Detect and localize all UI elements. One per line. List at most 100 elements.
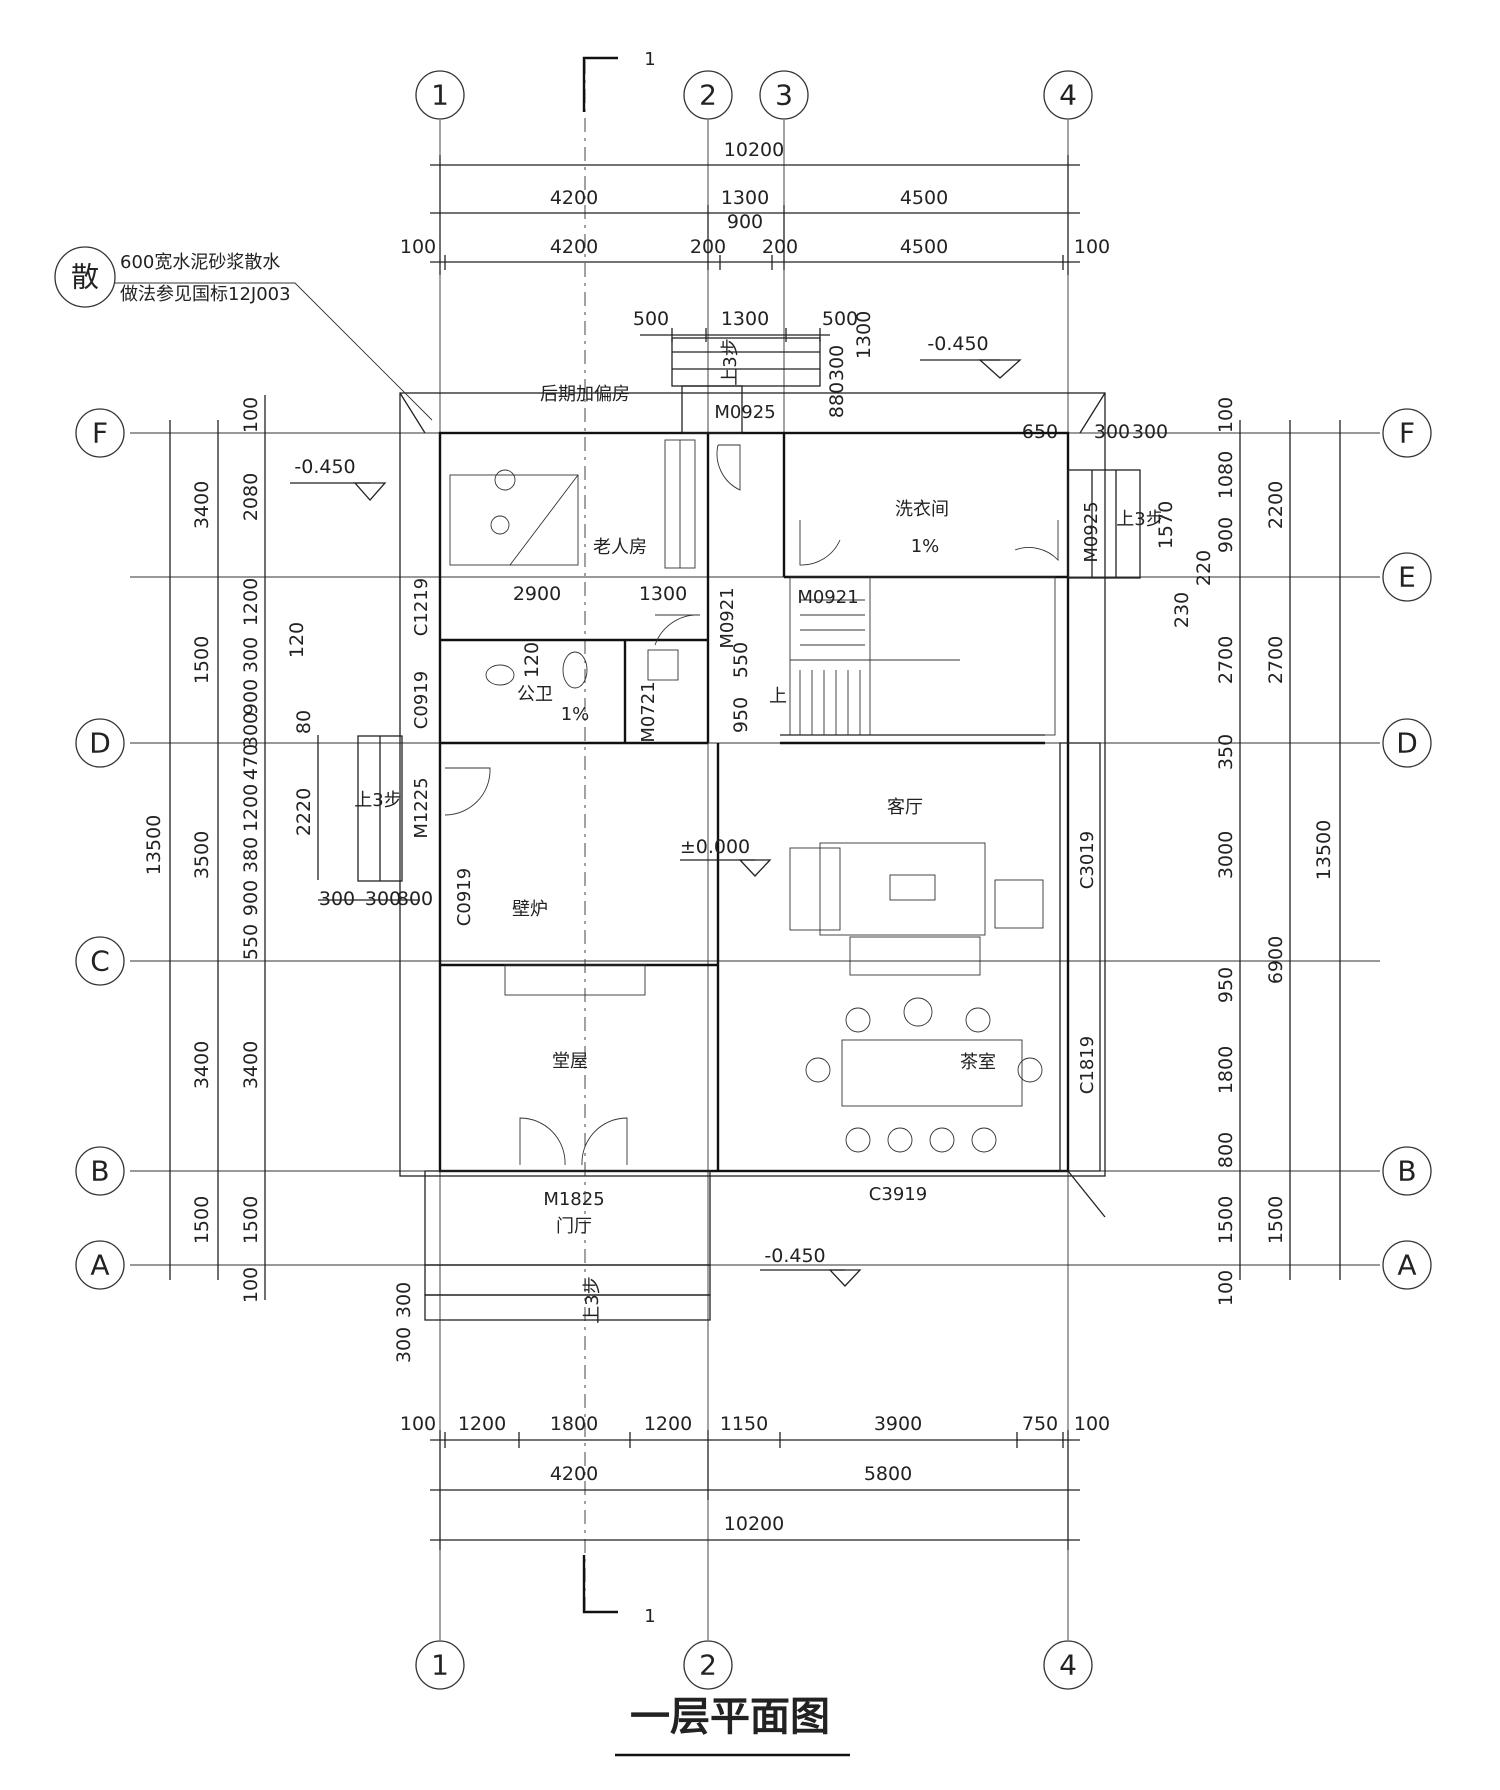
left-inner-900a: 900 bbox=[240, 679, 262, 715]
tea-table bbox=[805, 997, 1043, 1153]
left-small-80: 80 bbox=[293, 710, 315, 734]
left-dim-13500: 13500 bbox=[143, 815, 165, 875]
bottom-dim-1800: 1800 bbox=[550, 1413, 598, 1435]
level-top: -0.450 bbox=[927, 333, 988, 355]
right-inner-1800: 1800 bbox=[1215, 1046, 1237, 1094]
window-c0919-a: C0919 bbox=[411, 671, 432, 729]
top-total-dim: 10200 bbox=[724, 139, 784, 161]
left-small-120: 120 bbox=[286, 622, 308, 658]
axis-bubble-2-top: 2 bbox=[683, 70, 733, 120]
left-inner-300b: 300 bbox=[240, 712, 262, 748]
door-m0925-right: M0925 bbox=[1081, 501, 1102, 562]
wardrobe bbox=[664, 439, 696, 569]
axis-bubble-3-top: 3 bbox=[759, 70, 809, 120]
top-dim-4200b: 4200 bbox=[550, 236, 598, 258]
door-m0721: M0721 bbox=[638, 681, 659, 742]
right-dim-13500: 13500 bbox=[1313, 820, 1335, 880]
step-dim-500a: 500 bbox=[633, 308, 669, 330]
top-dim-4200: 4200 bbox=[550, 187, 598, 209]
left-inner-900b: 900 bbox=[240, 880, 262, 916]
svg-text:A: A bbox=[1397, 1249, 1416, 1282]
svg-text:C: C bbox=[90, 945, 110, 978]
slope-toilet: 1% bbox=[561, 704, 590, 725]
step-up-left: 上3步 bbox=[354, 790, 401, 811]
right-inner-350: 350 bbox=[1215, 734, 1237, 770]
right-inner-900: 900 bbox=[1215, 517, 1237, 553]
axis-bubble-F-left: F bbox=[75, 408, 125, 458]
svg-text:B: B bbox=[90, 1155, 109, 1188]
axis-bubble-C-left: C bbox=[75, 936, 125, 986]
top-dim-100-left: 100 bbox=[400, 236, 436, 258]
v-dim-300: 300 bbox=[826, 345, 848, 381]
level-marker-icons bbox=[290, 359, 1022, 1287]
window-c0919-b: C0919 bbox=[454, 868, 475, 926]
top-dim-4500: 4500 bbox=[900, 187, 948, 209]
step-up-bottom: 上3步 bbox=[582, 1276, 603, 1323]
room-label-elderly: 老人房 bbox=[593, 537, 647, 558]
left-inner-1500: 1500 bbox=[240, 1196, 262, 1244]
axis-bubble-B-left: B bbox=[75, 1146, 125, 1196]
bottom-dim-1200b: 1200 bbox=[644, 1413, 692, 1435]
axis-bubble-D-right: D bbox=[1382, 718, 1432, 768]
axis-bubble-4-bottom: 4 bbox=[1043, 1640, 1093, 1690]
left-small-300c: 300 bbox=[393, 1282, 415, 1318]
svg-text:1: 1 bbox=[644, 49, 655, 70]
top-dimension-lines bbox=[430, 155, 1080, 342]
svg-text:D: D bbox=[1396, 727, 1418, 760]
svg-text:2: 2 bbox=[699, 79, 717, 112]
right-dim-2200: 2200 bbox=[1265, 481, 1287, 529]
stair-dim-550: 550 bbox=[730, 642, 752, 678]
svg-text:1: 1 bbox=[644, 1606, 655, 1627]
left-inner-1200b: 1200 bbox=[240, 784, 262, 832]
step-dim-1300: 1300 bbox=[721, 308, 769, 330]
axis-bubble-1-top: 1 bbox=[415, 70, 465, 120]
left-dim-1500b: 1500 bbox=[191, 1196, 213, 1244]
bottom-dim-750: 750 bbox=[1022, 1413, 1058, 1435]
axis-bubble-A-right: A bbox=[1382, 1240, 1432, 1290]
level-left: -0.450 bbox=[294, 456, 355, 478]
bottom-dimension-lines bbox=[430, 1430, 1080, 1550]
top-dim-900: 900 bbox=[727, 211, 763, 233]
svg-text:F: F bbox=[92, 417, 108, 450]
right-dim-1500: 1500 bbox=[1265, 1196, 1287, 1244]
bottom-dim-100a: 100 bbox=[400, 1413, 436, 1435]
door-m1225: M1225 bbox=[411, 777, 432, 838]
axis-bubble-2-bottom: 2 bbox=[683, 1640, 733, 1690]
window-c1819: C1819 bbox=[1077, 1036, 1098, 1094]
bottom-dim-100b: 100 bbox=[1074, 1413, 1110, 1435]
svg-text:3: 3 bbox=[775, 79, 793, 112]
left-small-300b: 300 bbox=[365, 888, 401, 910]
right-dim-2700a: 2700 bbox=[1265, 636, 1287, 684]
room-label-hall: 堂屋 bbox=[552, 1051, 588, 1072]
door-m0921-elderly: M0921 bbox=[717, 587, 738, 648]
left-inner-100b: 100 bbox=[240, 1267, 262, 1303]
axis-bubble-4-top: 4 bbox=[1043, 70, 1093, 120]
bottom-dim-1200a: 1200 bbox=[458, 1413, 506, 1435]
v-dim-1300: 1300 bbox=[853, 311, 875, 359]
slope-laundry: 1% bbox=[911, 536, 940, 557]
right-inner-950: 950 bbox=[1215, 967, 1237, 1003]
svg-text:1: 1 bbox=[431, 1649, 449, 1682]
right-dimension-lines bbox=[1239, 420, 1341, 1280]
left-dim-3400a: 3400 bbox=[191, 481, 213, 529]
fireplace-hearth bbox=[504, 964, 646, 996]
left-inner-300a: 300 bbox=[240, 637, 262, 673]
room-label-toilet: 公卫 bbox=[517, 684, 553, 705]
top-dim-4500b: 4500 bbox=[900, 236, 948, 258]
room-dim-2900: 2900 bbox=[513, 583, 561, 605]
drawing-title: 一层平面图 bbox=[630, 1694, 830, 1740]
top-dim-100-right: 100 bbox=[1074, 236, 1110, 258]
svg-text:F: F bbox=[1399, 417, 1415, 450]
room-label-living: 客厅 bbox=[887, 797, 923, 818]
building-walls bbox=[357, 337, 1141, 1321]
section-cut-bottom: 1 bbox=[582, 1555, 656, 1627]
axis-bubble-F-right: F bbox=[1382, 408, 1432, 458]
right-inner-100b: 100 bbox=[1215, 1270, 1237, 1306]
apron-note: 散 600宽水泥砂浆散水 做法参见国标12J003 bbox=[54, 246, 433, 421]
svg-text:D: D bbox=[89, 727, 111, 760]
note-badge-circle bbox=[54, 246, 116, 308]
room-label-porch: 门厅 bbox=[556, 1216, 592, 1237]
left-dimension-lines bbox=[169, 395, 420, 1300]
right-inner-220: 220 bbox=[1193, 550, 1215, 586]
